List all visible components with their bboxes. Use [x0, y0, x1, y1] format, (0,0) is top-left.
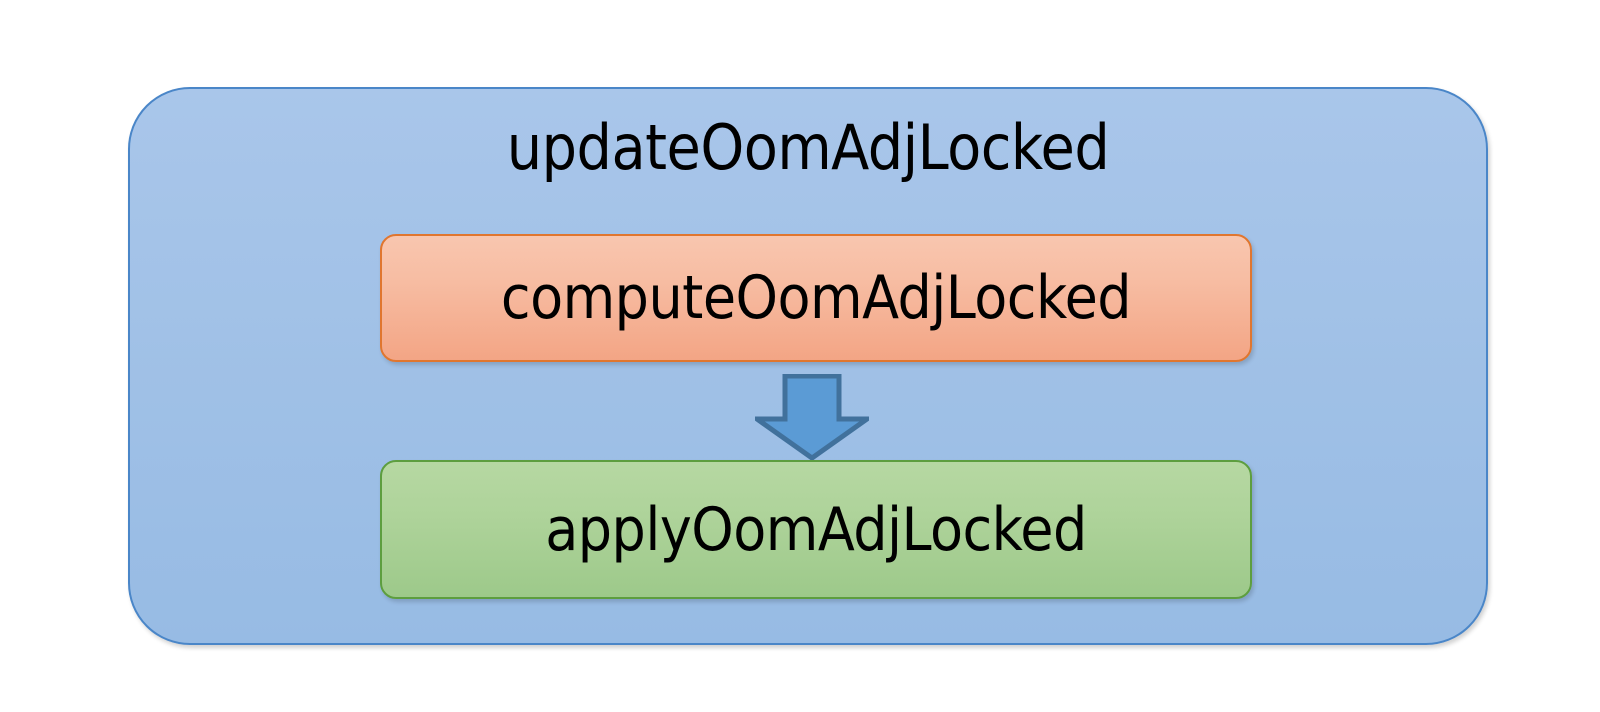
node-label-apply: applyOomAdjLocked: [545, 494, 1087, 565]
node-applyoomadjlocked[interactable]: applyOomAdjLocked: [380, 460, 1252, 599]
outer-container-title: updateOomAdjLocked: [506, 111, 1110, 184]
node-computeoomadjlocked[interactable]: computeOomAdjLocked: [380, 234, 1252, 362]
node-label-compute: computeOomAdjLocked: [500, 263, 1132, 333]
outer-container-updateoomadjlocked[interactable]: updateOomAdjLocked computeOomAdjLocked a…: [128, 87, 1488, 645]
down-arrow-icon: [755, 374, 869, 460]
